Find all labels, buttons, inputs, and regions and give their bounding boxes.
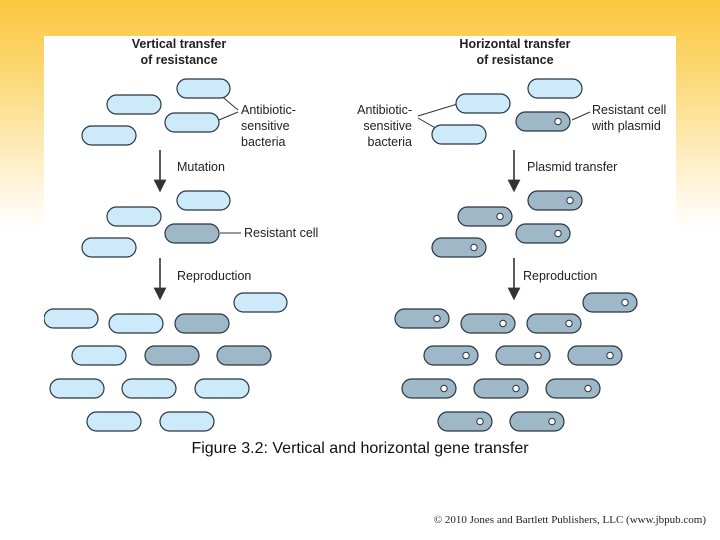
vertical-resistant-cell [164, 223, 220, 244]
horizontal-plasmid-cell [526, 313, 582, 334]
vertical-sensitive-cell [176, 78, 231, 99]
plasmid-dot [499, 319, 507, 328]
vertical-sensitive-cell [81, 237, 137, 258]
vertical-sensitive-cell [106, 94, 162, 115]
plasmid-dot [566, 196, 574, 205]
vertical-leader-bottom [218, 111, 239, 121]
horizontal-sensitive-cell [527, 78, 583, 99]
horizontal-plasmid-cell [582, 292, 638, 313]
plasmid-dot [621, 298, 629, 307]
gene-transfer-diagram: Vertical transfer of resistance Antibiot… [44, 37, 666, 432]
horizontal-sensitive-cell [431, 124, 487, 145]
vertical-title-line1: Vertical transfer [132, 37, 227, 51]
vertical-title-line2: of resistance [140, 53, 217, 67]
vertical-sensitive-cell [81, 125, 137, 146]
vertical-resistant-label: Resistant cell [244, 226, 318, 240]
vertical-sensitive-cell [164, 112, 220, 133]
vertical-resistant-cell [144, 345, 200, 366]
horizontal-plasmid-cell [460, 313, 516, 334]
bacteria-cells [44, 78, 638, 432]
plasmid-dot [496, 212, 504, 221]
vertical-sensitive-cell [121, 378, 177, 399]
plasmid-dot [548, 417, 556, 426]
plasmid-dot [476, 417, 484, 426]
plasmid-dot [512, 384, 520, 393]
horizontal-plasmid-cell [527, 190, 583, 211]
vertical-resistant-cell [216, 345, 272, 366]
plasmid-dot [554, 117, 562, 126]
horizontal-title-line2: of resistance [476, 53, 553, 67]
plasmid-dot [433, 314, 441, 323]
vertical-sensitive-label-1: Antibiotic- [241, 103, 296, 117]
vertical-resistant-cell [174, 313, 230, 334]
horizontal-plasmid-label-2: with plasmid [591, 119, 661, 133]
horizontal-plasmid-cell [431, 237, 487, 258]
horizontal-plasmid-cell [515, 111, 571, 132]
vertical-sensitive-cell [159, 411, 215, 432]
horizontal-plasmid-cell [509, 411, 565, 432]
vertical-sensitive-cell [194, 378, 250, 399]
horizontal-sensitive-label-3: bacteria [368, 135, 413, 149]
plasmid-dot [554, 229, 562, 238]
horizontal-step-plasmid-transfer: Plasmid transfer [527, 160, 617, 174]
vertical-sensitive-cell [86, 411, 142, 432]
vertical-sensitive-cell [71, 345, 127, 366]
horizontal-plasmid-cell [473, 378, 529, 399]
horizontal-plasmid-cell [545, 378, 601, 399]
horizontal-plasmid-cell [437, 411, 493, 432]
horizontal-plasmid-cell [457, 206, 513, 227]
horizontal-sensitive-cell [455, 93, 511, 114]
vertical-step-mutation: Mutation [177, 160, 225, 174]
horizontal-plasmid-cell [401, 378, 457, 399]
plasmid-dot [440, 384, 448, 393]
horizontal-sensitive-label-1: Antibiotic- [357, 103, 412, 117]
vertical-sensitive-cell [106, 206, 162, 227]
vertical-sensitive-cell [44, 308, 99, 329]
vertical-sensitive-cell [176, 190, 231, 211]
vertical-sensitive-cell [233, 292, 288, 313]
vertical-sensitive-label-3: bacteria [241, 135, 286, 149]
copyright-notice: © 2010 Jones and Bartlett Publishers, LL… [433, 514, 706, 526]
figure-panel: Vertical transfer of resistance Antibiot… [44, 36, 676, 436]
horizontal-plasmid-cell [394, 308, 450, 329]
plasmid-dot [470, 243, 478, 252]
vertical-sensitive-cell [108, 313, 164, 334]
horizontal-plasmid-cell [567, 345, 623, 366]
horizontal-sensitive-label-2: sensitive [363, 119, 412, 133]
plasmid-dot [606, 351, 614, 360]
horizontal-plasmid-cell [423, 345, 479, 366]
horizontal-plasmid-label-1: Resistant cell [592, 103, 666, 117]
plasmid-dot [462, 351, 470, 360]
plasmid-dot [565, 319, 573, 328]
plasmid-dot [534, 351, 542, 360]
horizontal-step-reproduction: Reproduction [523, 269, 597, 283]
vertical-sensitive-label-2: sensitive [241, 119, 290, 133]
vertical-sensitive-cell [49, 378, 105, 399]
figure-caption: Figure 3.2: Vertical and horizontal gene… [191, 440, 529, 457]
horizontal-title-line1: Horizontal transfer [459, 37, 570, 51]
horizontal-plasmid-leader [571, 111, 591, 121]
horizontal-plasmid-cell [495, 345, 551, 366]
vertical-step-reproduction: Reproduction [177, 269, 251, 283]
horizontal-plasmid-cell [515, 223, 571, 244]
plasmid-dot [584, 384, 592, 393]
